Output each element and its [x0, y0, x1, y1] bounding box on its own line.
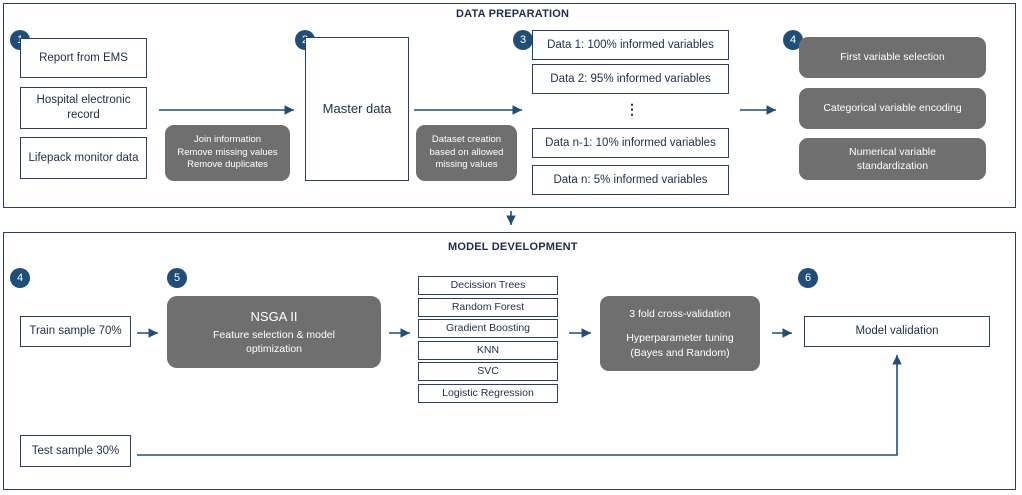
model-development-title: MODEL DEVELOPMENT	[448, 241, 578, 253]
join-line-1: Join information	[193, 134, 262, 146]
join-line-3: Remove duplicates	[187, 159, 268, 171]
model-decision-trees: Decission Trees	[418, 276, 558, 295]
model-random-forest: Random Forest	[418, 298, 558, 317]
step-badge-4-prep: 4	[783, 30, 803, 50]
dataset-2: Data 2: 95% informed variables	[532, 64, 729, 94]
model-logistic-regression: Logistic Regression	[418, 384, 558, 403]
categorical-variable-encoding: Categorical variable encoding	[799, 88, 986, 129]
train-sample-box: Train sample 70%	[20, 316, 131, 347]
dataset-1: Data 1: 100% informed variables	[532, 30, 729, 60]
nsga-subtitle: Feature selection & model optimization	[213, 328, 335, 355]
step-badge-4-model: 4	[10, 268, 30, 288]
dataset-creation-box: Dataset creation based on allowed missin…	[416, 125, 517, 181]
master-data-box: Master data	[305, 37, 409, 181]
dataset-line-2: based on allowed	[429, 146, 504, 158]
dataset-n: Data n: 5% informed variables	[532, 165, 729, 195]
arrow-test-to-validation	[137, 355, 902, 456]
dataset-line-1: Dataset creation	[431, 134, 502, 146]
step-badge-3: 3	[513, 30, 533, 50]
step-badge-5: 5	[167, 268, 187, 288]
nsga-box: NSGA II Feature selection & model optimi…	[167, 296, 381, 368]
model-validation-box: Model validation	[804, 316, 990, 347]
numerical-variable-standardization: Numerical variable standardization	[799, 138, 986, 180]
model-svc: SVC	[418, 362, 558, 381]
source-ems-report: Report from EMS	[20, 38, 147, 78]
model-gradient-boosting: Gradient Boosting	[418, 319, 558, 338]
test-sample-box: Test sample 30%	[20, 435, 131, 467]
step-badge-6: 6	[798, 268, 818, 288]
dataset-line-3: missing values	[435, 159, 498, 171]
source-hospital-record: Hospital electronic record	[20, 87, 147, 129]
cv-line-2: Hyperparameter tuning	[626, 332, 734, 345]
cv-line-3: (Bayes and Random)	[630, 346, 730, 359]
join-line-2: Remove missing values	[177, 146, 278, 158]
data-preparation-title: DATA PREPARATION	[456, 8, 570, 20]
model-knn: KNN	[418, 341, 558, 360]
dataset-n-minus-1: Data n-1: 10% informed variables	[532, 128, 729, 158]
first-variable-selection: First variable selection	[799, 37, 986, 78]
cross-validation-box: 3 fold cross-validation Hyperparameter t…	[600, 296, 760, 371]
source-lifepack-monitor: Lifepack monitor data	[20, 137, 147, 179]
nsga-title: NSGA II	[250, 309, 298, 325]
join-information-box: Join information Remove missing values R…	[165, 125, 290, 181]
dataset-ellipsis: ⋮	[625, 101, 639, 117]
cv-line-1: 3 fold cross-validation	[629, 308, 731, 321]
